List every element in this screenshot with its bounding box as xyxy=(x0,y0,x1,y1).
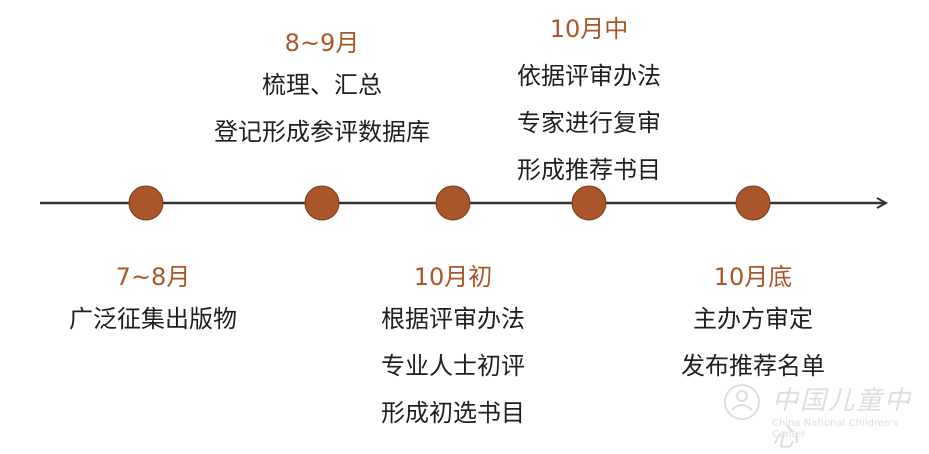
milestone-node-2 xyxy=(304,185,340,221)
milestone-node-4 xyxy=(571,185,607,221)
milestone-oct-end: 10月底 主办方审定 发布推荐名单 xyxy=(681,263,825,380)
milestone-node-1 xyxy=(128,185,164,221)
milestone-text: 形成推荐书目 xyxy=(517,156,661,184)
milestone-text: 发布推荐名单 xyxy=(681,352,825,380)
milestone-date: 8~9月 xyxy=(284,29,360,57)
watermark-en-text: China National Children's Center xyxy=(772,418,899,440)
milestone-text: 主办方审定 xyxy=(693,305,813,333)
timeline-diagram xyxy=(40,185,929,221)
milestone-text: 根据评审办法 xyxy=(381,305,525,333)
milestone-text: 登记形成参评数据库 xyxy=(214,118,430,146)
milestone-date: 7~8月 xyxy=(115,263,191,291)
watermark: 中国儿童中心 China National Children's Center xyxy=(722,378,922,453)
milestone-node-3 xyxy=(435,185,471,221)
children-center-logo-icon xyxy=(724,384,760,420)
milestone-text: 专家进行复审 xyxy=(517,109,661,137)
milestone-text: 广泛征集出版物 xyxy=(69,305,237,333)
milestone-text: 梳理、汇总 xyxy=(262,71,382,99)
milestone-text: 形成初选书目 xyxy=(381,399,525,427)
milestone-date: 10月底 xyxy=(713,263,793,291)
milestone-8-9: 8~9月 梳理、汇总 登记形成参评数据库 xyxy=(214,29,430,146)
milestone-oct-mid: 10月中 依据评审办法 专家进行复审 形成推荐书目 xyxy=(517,15,661,184)
milestone-date: 10月中 xyxy=(549,15,629,43)
milestone-oct-early: 10月初 根据评审办法 专业人士初评 形成初选书目 xyxy=(381,263,525,427)
milestone-7-8: 7~8月 广泛征集出版物 xyxy=(69,263,237,333)
milestone-text: 专业人士初评 xyxy=(381,352,525,380)
milestone-node-5 xyxy=(735,185,771,221)
milestone-text: 依据评审办法 xyxy=(517,62,661,90)
milestone-date: 10月初 xyxy=(413,263,493,291)
